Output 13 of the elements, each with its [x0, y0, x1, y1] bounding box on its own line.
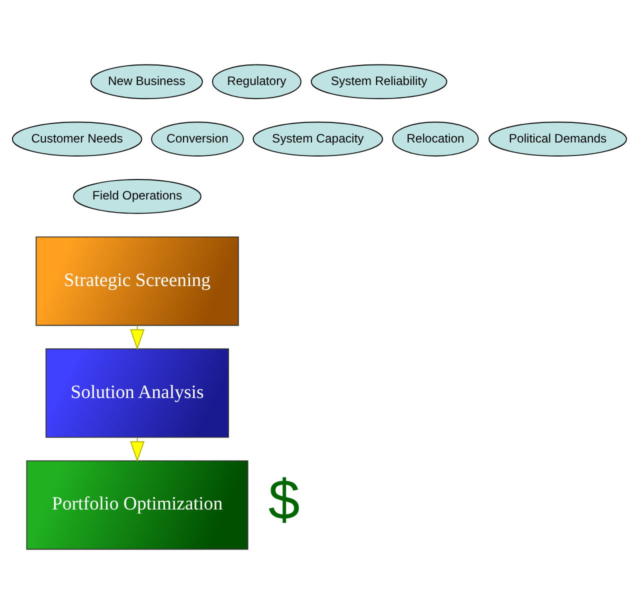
node-ellipse: Customer Needs	[12, 121, 142, 156]
node-ellipse: New Business	[90, 64, 203, 99]
node-box: Strategic Screening	[36, 236, 239, 326]
node-label: $	[268, 468, 300, 531]
node-ellipse: Relocation	[392, 121, 479, 156]
node-ellipse: Conversion	[151, 121, 244, 156]
node-ellipse: System Reliability	[310, 64, 448, 99]
node-ellipse: Political Demands	[488, 121, 627, 156]
node-ellipse: Regulatory	[212, 64, 302, 99]
node-box: Portfolio Optimization	[26, 460, 248, 550]
node-box: Solution Analysis	[46, 348, 229, 438]
node-ellipse: System Capacity	[252, 121, 383, 156]
node-ellipse: Field Operations	[73, 178, 202, 214]
